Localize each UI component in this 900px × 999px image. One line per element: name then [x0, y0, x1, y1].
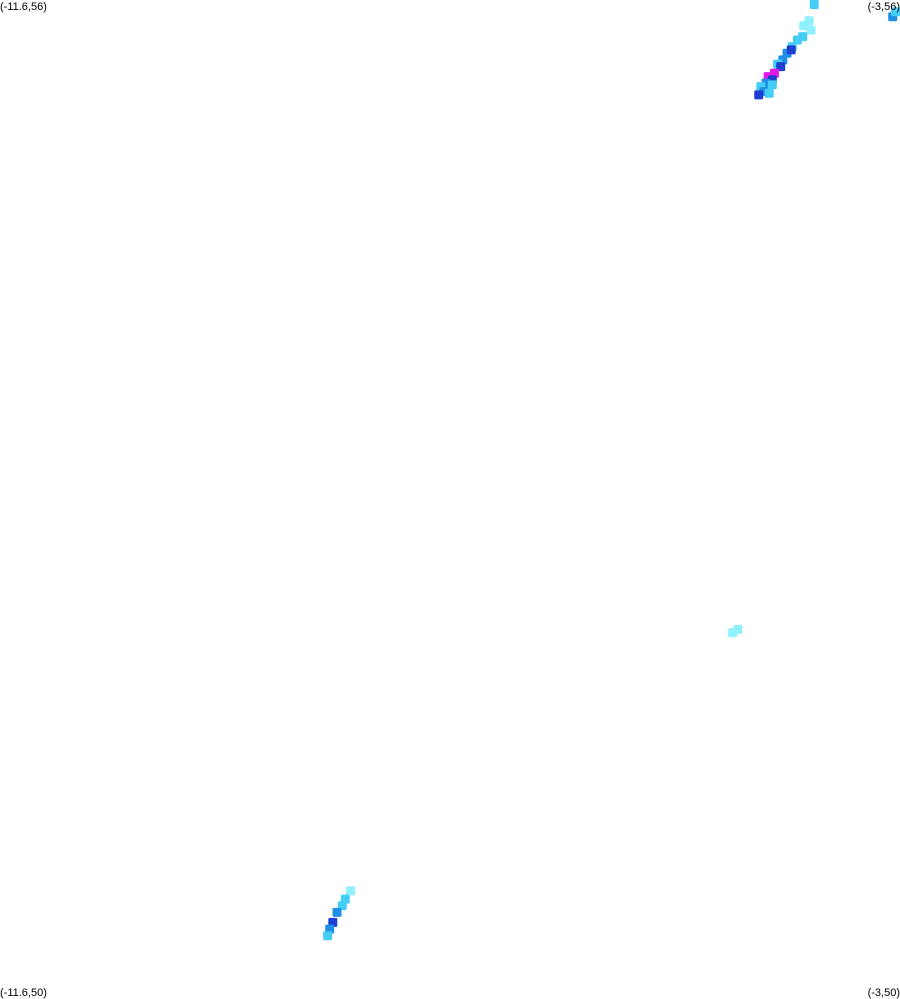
map-cell: [767, 80, 777, 90]
map-cell: [754, 90, 764, 100]
corner-label-top-left: (-11.6,56): [0, 1, 47, 13]
map-cell: [346, 886, 356, 896]
map-cell: [786, 45, 796, 55]
corner-label-top-right: (-3,56): [867, 1, 900, 13]
map-cell: [799, 21, 809, 31]
map-cell: [891, 7, 900, 17]
map-cell: [323, 931, 333, 941]
map-cell: [809, 0, 819, 9]
map-cell: [764, 88, 774, 98]
map-cell: [332, 907, 342, 917]
map-cell: [776, 62, 786, 72]
corner-label-bottom-right: (-3,50): [867, 987, 900, 999]
map-cell: [806, 25, 816, 35]
corner-label-bottom-left: (-11.6,50): [0, 987, 47, 999]
map-cell: [733, 624, 743, 634]
